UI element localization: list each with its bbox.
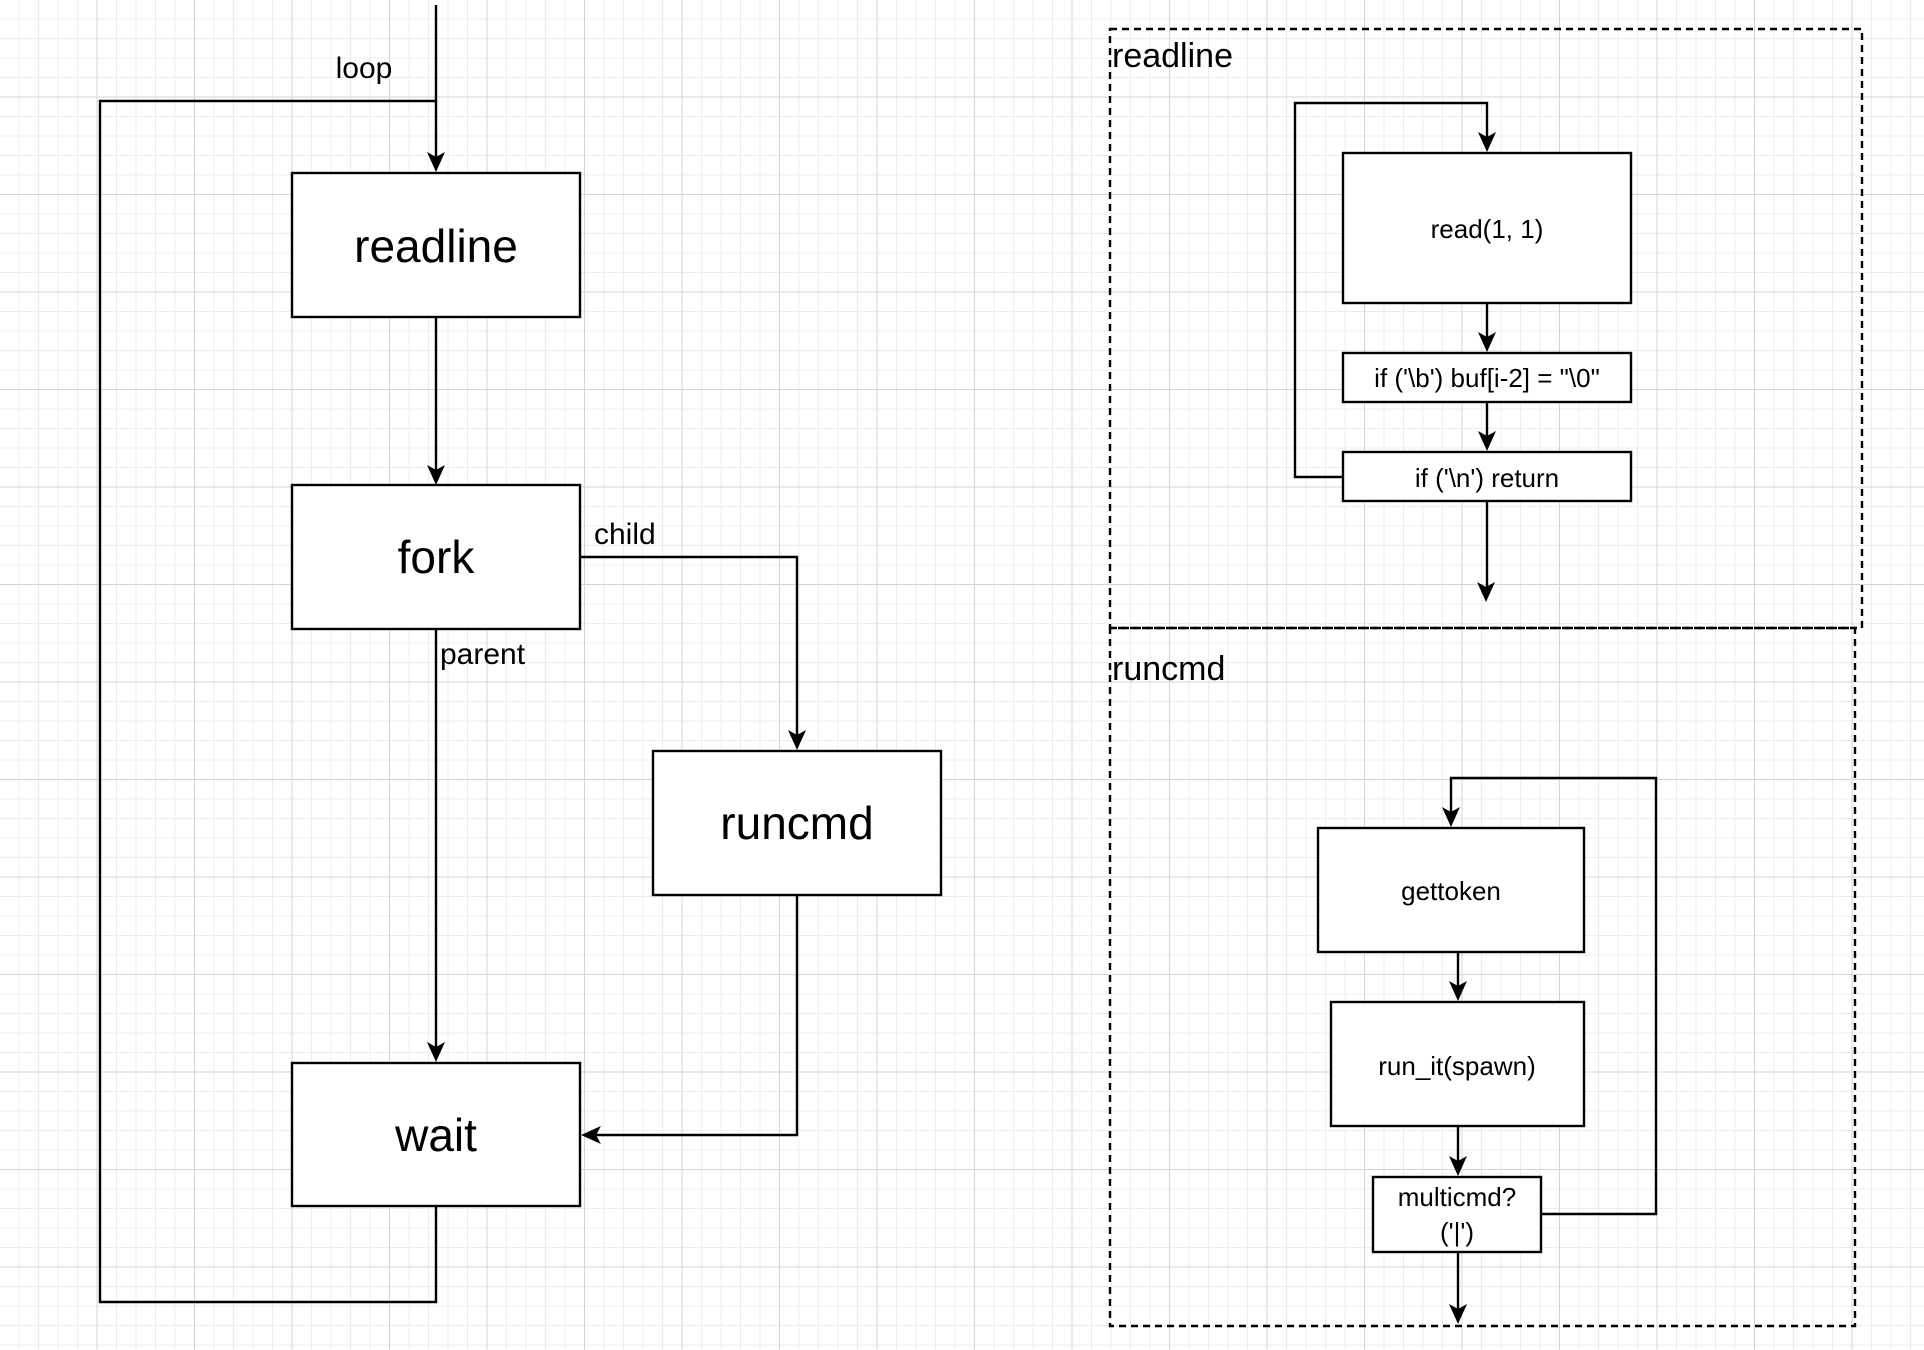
arrowhead-read-step [1478,132,1496,152]
arrowhead-wait-side [581,1126,601,1144]
multicmd-step-label-line2: ('|') [1440,1217,1474,1247]
readline-box-label: readline [354,220,518,272]
backspace-step-label: if ('\b') buf[i-2] = "\0" [1374,363,1600,393]
child-label: child [594,518,656,551]
runcmd-group-title: runcmd [1112,650,1225,688]
edge-runcmd-inner-loop [1449,776,1658,1216]
runcmd-box[interactable] [651,749,943,897]
multicmd-step-label-line1: multicmd? [1398,1182,1516,1212]
fork-box-label: fork [398,531,476,583]
parent-label: parent [440,638,526,671]
backspace-step-box[interactable] [1341,351,1633,404]
run-step-box[interactable] [1329,1000,1586,1128]
readline-box[interactable] [290,171,582,319]
runcmd-group-frame [1108,626,1857,1328]
edge-loop-back [98,99,438,1304]
gettoken-step-label: gettoken [1401,876,1501,906]
arrowhead-readline [427,152,445,172]
newline-step-label: if ('\n') return [1415,463,1559,493]
readline-group-frame [1108,27,1864,630]
arrowhead-runcmd-exit [1449,1304,1467,1324]
newline-step-box[interactable] [1341,450,1633,503]
multicmd-step-box[interactable] [1371,1175,1543,1254]
arrowhead-multicmd-step [1449,1156,1467,1176]
edge-readline-inner-loop [1293,101,1489,479]
wait-box-label: wait [394,1109,477,1161]
arrowhead-readline-exit [1477,582,1495,602]
read-step-label: read(1, 1) [1431,214,1544,244]
readline-group-title: readline [1112,37,1233,75]
arrowhead-wait-top [427,1042,445,1062]
edge-fork-to-runcmd [580,555,799,736]
arrowhead-runcmd [788,730,806,750]
run-step-label: run_it(spawn) [1378,1051,1536,1081]
read-step-box[interactable] [1341,151,1633,305]
edge-runcmd-to-wait [596,895,799,1137]
arrowhead-gettoken-step [1442,807,1460,827]
gettoken-step-box[interactable] [1316,826,1586,954]
runcmd-box-label: runcmd [720,797,873,849]
arrowhead-newline-step [1478,431,1496,451]
arrowhead-fork [427,465,445,485]
loop-label: loop [336,52,393,85]
arrowhead-run-step [1449,981,1467,1001]
wait-box[interactable] [290,1061,582,1208]
arrowhead-backspace-step [1478,332,1496,352]
